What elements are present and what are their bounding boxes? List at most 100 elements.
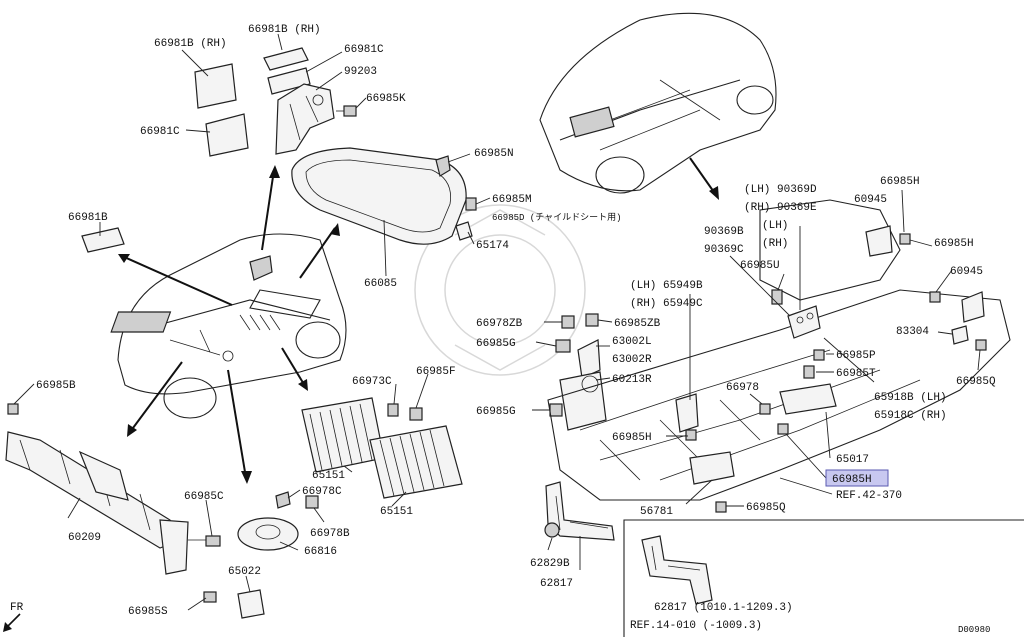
label-66985k: 66985K xyxy=(366,93,406,105)
label-65151-a: 65151 xyxy=(312,470,345,482)
label-66085: 66085 xyxy=(364,278,397,290)
label-56781: 56781 xyxy=(640,506,673,518)
label-60945-b: 60945 xyxy=(950,266,983,278)
bolt-66985h-hl xyxy=(777,423,789,435)
bracket-65022 xyxy=(237,589,265,619)
label-66985zb: 66985ZB xyxy=(614,318,661,330)
label-66985p: 66985P xyxy=(836,350,876,362)
label-66978b: 66978B xyxy=(310,528,350,540)
bolt-66978zb xyxy=(561,315,575,329)
label-66985h-r: 66985H xyxy=(934,238,974,250)
label-66978c: 66978C xyxy=(302,486,342,498)
label-66985n: 66985N xyxy=(474,148,514,160)
label-66985u: 66985U xyxy=(740,260,780,272)
label-lh-65949b: (LH) 65949B xyxy=(630,280,703,292)
mount-66816 xyxy=(237,517,299,551)
label-60209: 60209 xyxy=(68,532,101,544)
part-labels: 66981B (RH) 66981B (RH) 66981C 99203 669… xyxy=(10,24,996,635)
label-lh: (LH) xyxy=(762,220,788,232)
pad-66981c-b xyxy=(205,113,249,157)
label-66985f: 66985F xyxy=(416,366,456,378)
label-66985g-b: 66985G xyxy=(476,406,516,418)
bolt-66985c xyxy=(188,535,221,547)
insulator-65151-b xyxy=(369,425,463,499)
label-lh-90369d: (LH) 90369D xyxy=(744,184,817,196)
label-66985m: 66985M xyxy=(492,194,532,206)
label-65174: 65174 xyxy=(476,240,509,252)
reference-arrows-left xyxy=(118,165,340,484)
floor-platform-right xyxy=(547,199,1011,501)
label-90369c: 90369C xyxy=(704,244,744,256)
label-60213r: 60213R xyxy=(612,374,652,386)
pad-66981b-rh-b xyxy=(263,47,309,71)
bolt-66985s xyxy=(203,591,217,603)
label-inset-caption: 62817 (1010.1-1209.3) xyxy=(654,602,793,614)
label-66985h-mid: 66985H xyxy=(612,432,652,444)
label-99203: 99203 xyxy=(344,66,377,78)
label-66985q-r: 66985Q xyxy=(956,376,996,388)
label-66985t: 66985T xyxy=(836,368,876,380)
bolt-66985f xyxy=(409,407,423,421)
label-66981b: 66981B xyxy=(68,212,108,224)
label-66978: 66978 xyxy=(726,382,759,394)
car-body-right xyxy=(539,12,777,194)
bracket-56781 xyxy=(689,451,735,485)
crossmember-60209 xyxy=(5,403,189,575)
bracket-65949 xyxy=(675,393,699,433)
bolt-66985h-r xyxy=(929,291,941,303)
label-66981b-rh-a: 66981B (RH) xyxy=(154,38,227,50)
label-62829b: 62829B xyxy=(530,558,570,570)
bolt-66978 xyxy=(759,403,771,415)
label-66816: 66816 xyxy=(304,546,337,558)
label-65918c: 65918C (RH) xyxy=(874,410,947,422)
label-65151-b: 65151 xyxy=(380,506,413,518)
label-65918b: 65918B (LH) xyxy=(874,392,947,404)
stay-63002 xyxy=(577,339,601,379)
bracket-90369 xyxy=(787,305,821,339)
bolt-66985h-top xyxy=(899,233,911,245)
label-66985h-highlighted: 66985H xyxy=(832,474,872,486)
bolt-66985t xyxy=(803,365,815,379)
inset-box xyxy=(623,519,1024,637)
bracket-65174 xyxy=(455,221,473,241)
label-66981c-b: 66981C xyxy=(140,126,180,138)
label-66985c: 66985C xyxy=(184,491,224,503)
bolt-66973c xyxy=(387,403,399,417)
bracket-60945-b xyxy=(961,291,985,323)
label-83304: 83304 xyxy=(896,326,929,338)
label-66978zb: 66978ZB xyxy=(476,318,523,330)
label-63002r: 63002R xyxy=(612,354,652,366)
label-rh-90369e: (RH) 90369E xyxy=(744,202,817,214)
bolt-66985g-a xyxy=(555,339,571,353)
stay-65918 xyxy=(779,383,837,415)
bolt-66985p xyxy=(813,349,825,361)
front-direction-icon xyxy=(3,613,21,632)
pad-66981b xyxy=(81,227,125,253)
bolt-66985h-mid xyxy=(685,429,697,441)
label-66985g-a: 66985G xyxy=(476,338,516,350)
watermark-emblem xyxy=(414,204,586,376)
label-66981c-a: 66981C xyxy=(344,44,384,56)
label-66973c: 66973C xyxy=(352,376,392,388)
car-body-left xyxy=(110,233,347,419)
label-inset-ref: REF.14-010 (-1009.3) xyxy=(630,620,762,632)
leader-lines xyxy=(13,33,981,611)
bolt-66985u xyxy=(771,289,783,305)
bolt-66985q-b xyxy=(715,501,727,513)
highlight-66985h xyxy=(825,469,889,487)
bolt-66985m xyxy=(465,197,477,211)
insulator-65151-a xyxy=(301,397,385,473)
label-60945-a: 60945 xyxy=(854,194,887,206)
label-66985q-b: 66985Q xyxy=(746,502,786,514)
label-66981b-rh-b: 66981B (RH) xyxy=(248,24,321,36)
diagram-code: D00980 xyxy=(958,625,990,635)
label-90369b: 90369B xyxy=(704,226,744,238)
bracket-60213r xyxy=(559,371,607,431)
label-65022: 65022 xyxy=(228,566,261,578)
label-fr: FR xyxy=(10,602,24,614)
label-rh: (RH) xyxy=(762,238,788,250)
clip-66978c xyxy=(275,491,291,509)
label-66985d: 66985D (チャイルドシート用) xyxy=(492,212,622,223)
